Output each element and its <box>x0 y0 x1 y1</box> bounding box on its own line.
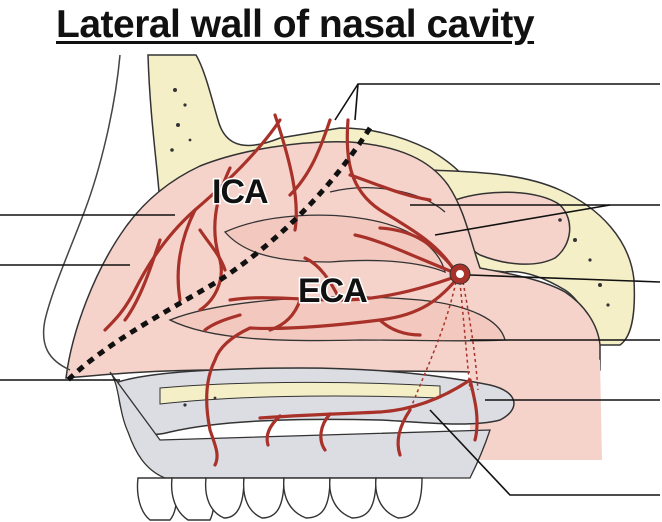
upper-jaw <box>109 371 491 479</box>
bone-texture <box>170 88 610 407</box>
territory-divider-line <box>66 126 373 382</box>
sphenopalatine-foramen-inner <box>454 268 466 280</box>
teeth <box>136 477 423 521</box>
diagram-title: Lateral wall of nasal cavity <box>56 3 535 46</box>
leader-lines <box>0 83 661 496</box>
ica-label: ICA <box>212 173 268 211</box>
eca-label: ECA <box>298 272 367 310</box>
external-nose <box>42 54 121 371</box>
descending-palatine-artery <box>409 281 479 411</box>
nasopharynx <box>470 330 602 460</box>
